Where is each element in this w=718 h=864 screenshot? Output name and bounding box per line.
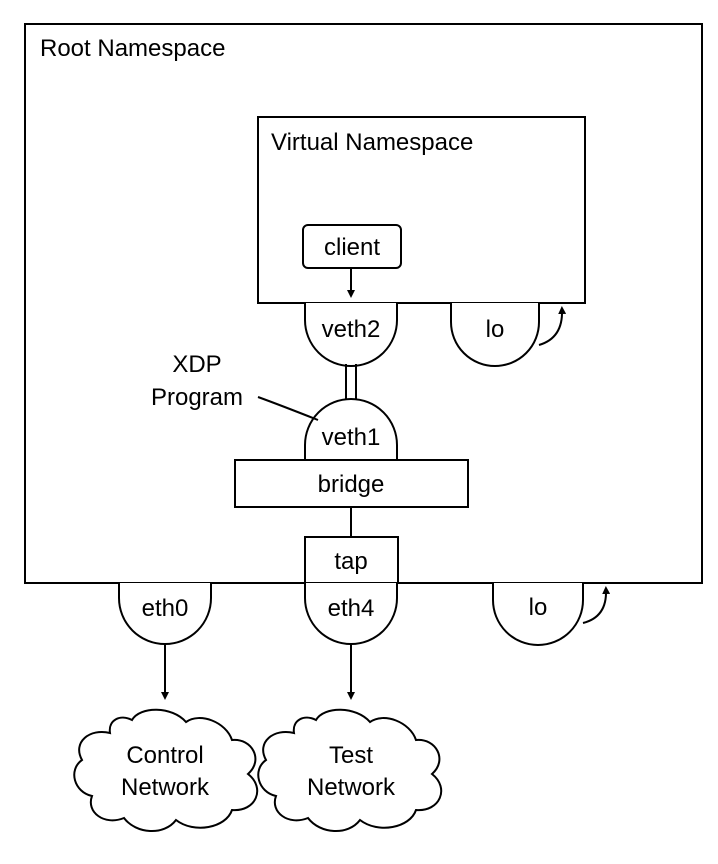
veth2-interface: [304, 303, 398, 367]
lo-root-interface: [492, 583, 584, 646]
lo-virtual-interface: [450, 303, 540, 367]
lo-virtual-label: lo: [486, 316, 505, 343]
xdp-label-line2: Program: [151, 384, 243, 411]
test-network-label-line1: Test: [329, 742, 373, 769]
lo-root-label: lo: [529, 594, 548, 621]
lo-virtual-loopback-arrow: [538, 306, 567, 346]
veth2-label: veth2: [322, 316, 381, 343]
test-network-label-line2: Network: [307, 774, 396, 801]
client-label: client: [324, 234, 380, 261]
veth1-label: veth1: [322, 424, 381, 451]
tap-label: tap: [334, 548, 367, 575]
eth4-label: eth4: [328, 595, 375, 622]
veth1-interface: [304, 398, 398, 460]
tap-box: [304, 536, 399, 584]
control-network-label-line2: Network: [121, 774, 210, 801]
control-network-cloud: [73, 708, 259, 833]
virtual-namespace-box: [257, 116, 586, 304]
lo-root-loopback-arrow: [582, 586, 611, 624]
root-namespace-label: Root Namespace: [40, 35, 225, 62]
test-network-cloud: [257, 708, 443, 833]
control-network-label-line1: Control: [126, 742, 203, 769]
xdp-label-line1: XDP: [172, 351, 221, 378]
virtual-namespace-label: Virtual Namespace: [271, 129, 473, 156]
eth0-label: eth0: [142, 595, 189, 622]
xdp-pointer-line: [257, 396, 319, 421]
bridge-box: [234, 459, 469, 508]
bridge-label: bridge: [318, 471, 385, 498]
